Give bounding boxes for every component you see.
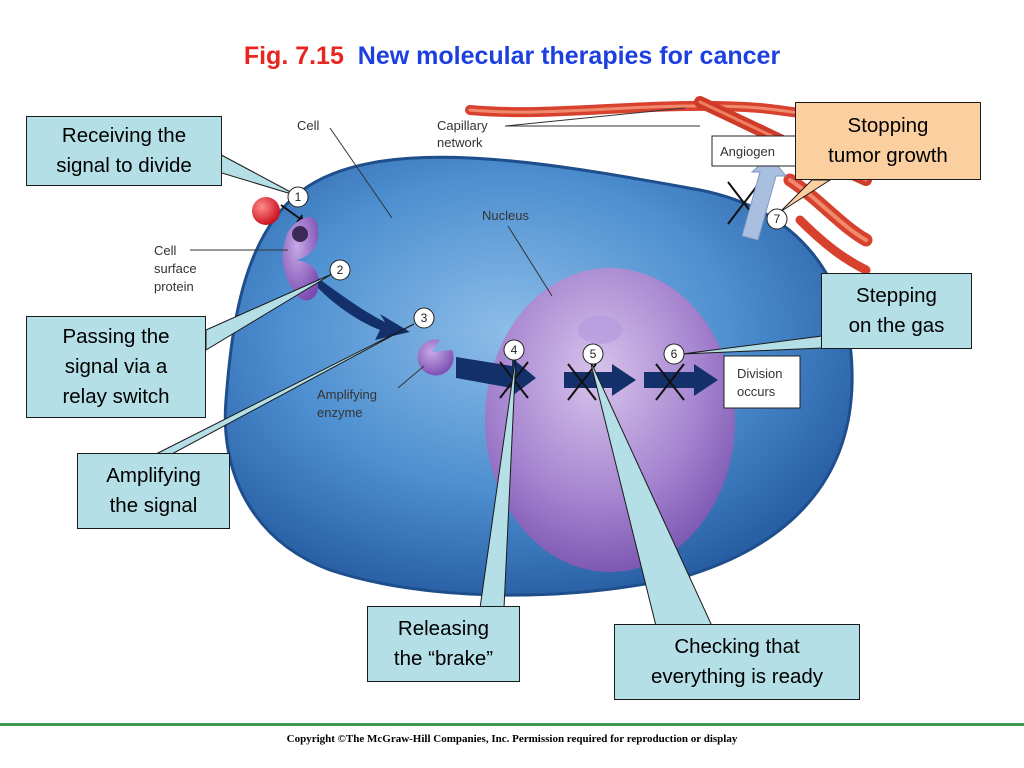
page-title: Fig. 7.15 New molecular therapies for ca…	[0, 42, 1024, 71]
callout-line: Releasing	[397, 617, 490, 640]
callout-pointer-stopping	[779, 179, 832, 213]
step-markers: 1 2 3 4 5 6 7	[287, 186, 788, 365]
callout-line: tumor growth	[828, 144, 948, 167]
signal-molecule	[252, 197, 280, 225]
step-3: 3	[421, 311, 428, 325]
angiogenesis-box	[711, 135, 799, 167]
callout-amplifying-signal: Amplifying the signal	[77, 453, 230, 529]
blocked-x-marks	[499, 181, 761, 401]
figure-title: New molecular therapies for cancer	[357, 42, 781, 70]
callout-line: signal via a	[64, 355, 168, 378]
callout-stopping-tumor: Stopping tumor growth	[795, 102, 981, 180]
step-4: 4	[511, 343, 518, 357]
callout-line: the signal	[109, 494, 198, 517]
copyright-notice: Copyright ©The McGraw-Hill Companies, In…	[286, 733, 738, 745]
callout-line: everything is ready	[650, 665, 824, 688]
cell-label: Cell	[297, 118, 320, 133]
step-6: 6	[671, 347, 678, 361]
step-7: 7	[774, 212, 781, 226]
division-label-1: Division	[737, 366, 783, 381]
callout-releasing-brake: Releasing the “brake”	[367, 606, 520, 682]
figure-number: Fig. 7.15	[243, 42, 344, 70]
surface-protein-receptor	[282, 217, 319, 301]
step-2: 2	[337, 263, 344, 277]
capillary-label-1: Capillary	[437, 118, 488, 133]
enzyme-label-2: enzyme	[317, 405, 363, 420]
callout-line: the “brake”	[393, 647, 494, 670]
division-box	[723, 355, 801, 409]
callout-passing-signal: Passing the signal via a relay switch	[26, 316, 206, 418]
enzyme-label-1: Amplifying	[317, 387, 377, 402]
callout-line: relay switch	[62, 385, 170, 408]
surface-protein-label-2: surface	[154, 261, 197, 276]
callout-pointers	[153, 149, 823, 627]
step-5: 5	[590, 347, 597, 361]
step-1: 1	[295, 190, 302, 204]
callout-line: Stopping	[847, 114, 929, 137]
amplifying-enzyme	[417, 339, 454, 376]
callout-stepping-gas: Stepping on the gas	[821, 273, 972, 349]
callout-line: Checking that	[674, 635, 800, 658]
division-label-2: occurs	[737, 384, 776, 399]
footer-divider	[0, 723, 1024, 726]
callout-checking-ready: Checking that everything is ready	[614, 624, 860, 700]
surface-protein-label-3: protein	[154, 279, 194, 294]
capillary-label-2: network	[437, 135, 483, 150]
angiogenesis-label: Angiogen	[720, 144, 775, 159]
callout-line: Passing the	[62, 325, 170, 348]
callout-line: on the gas	[848, 314, 945, 337]
callout-line: Receiving the	[61, 124, 187, 147]
nucleus-label: Nucleus	[482, 208, 529, 223]
callout-line: Stepping	[856, 284, 937, 307]
surface-protein-label-1: Cell	[154, 243, 177, 258]
callout-receiving-signal: Receiving the signal to divide	[26, 116, 222, 186]
callout-line: signal to divide	[56, 154, 192, 177]
callout-line: Amplifying	[106, 464, 201, 487]
